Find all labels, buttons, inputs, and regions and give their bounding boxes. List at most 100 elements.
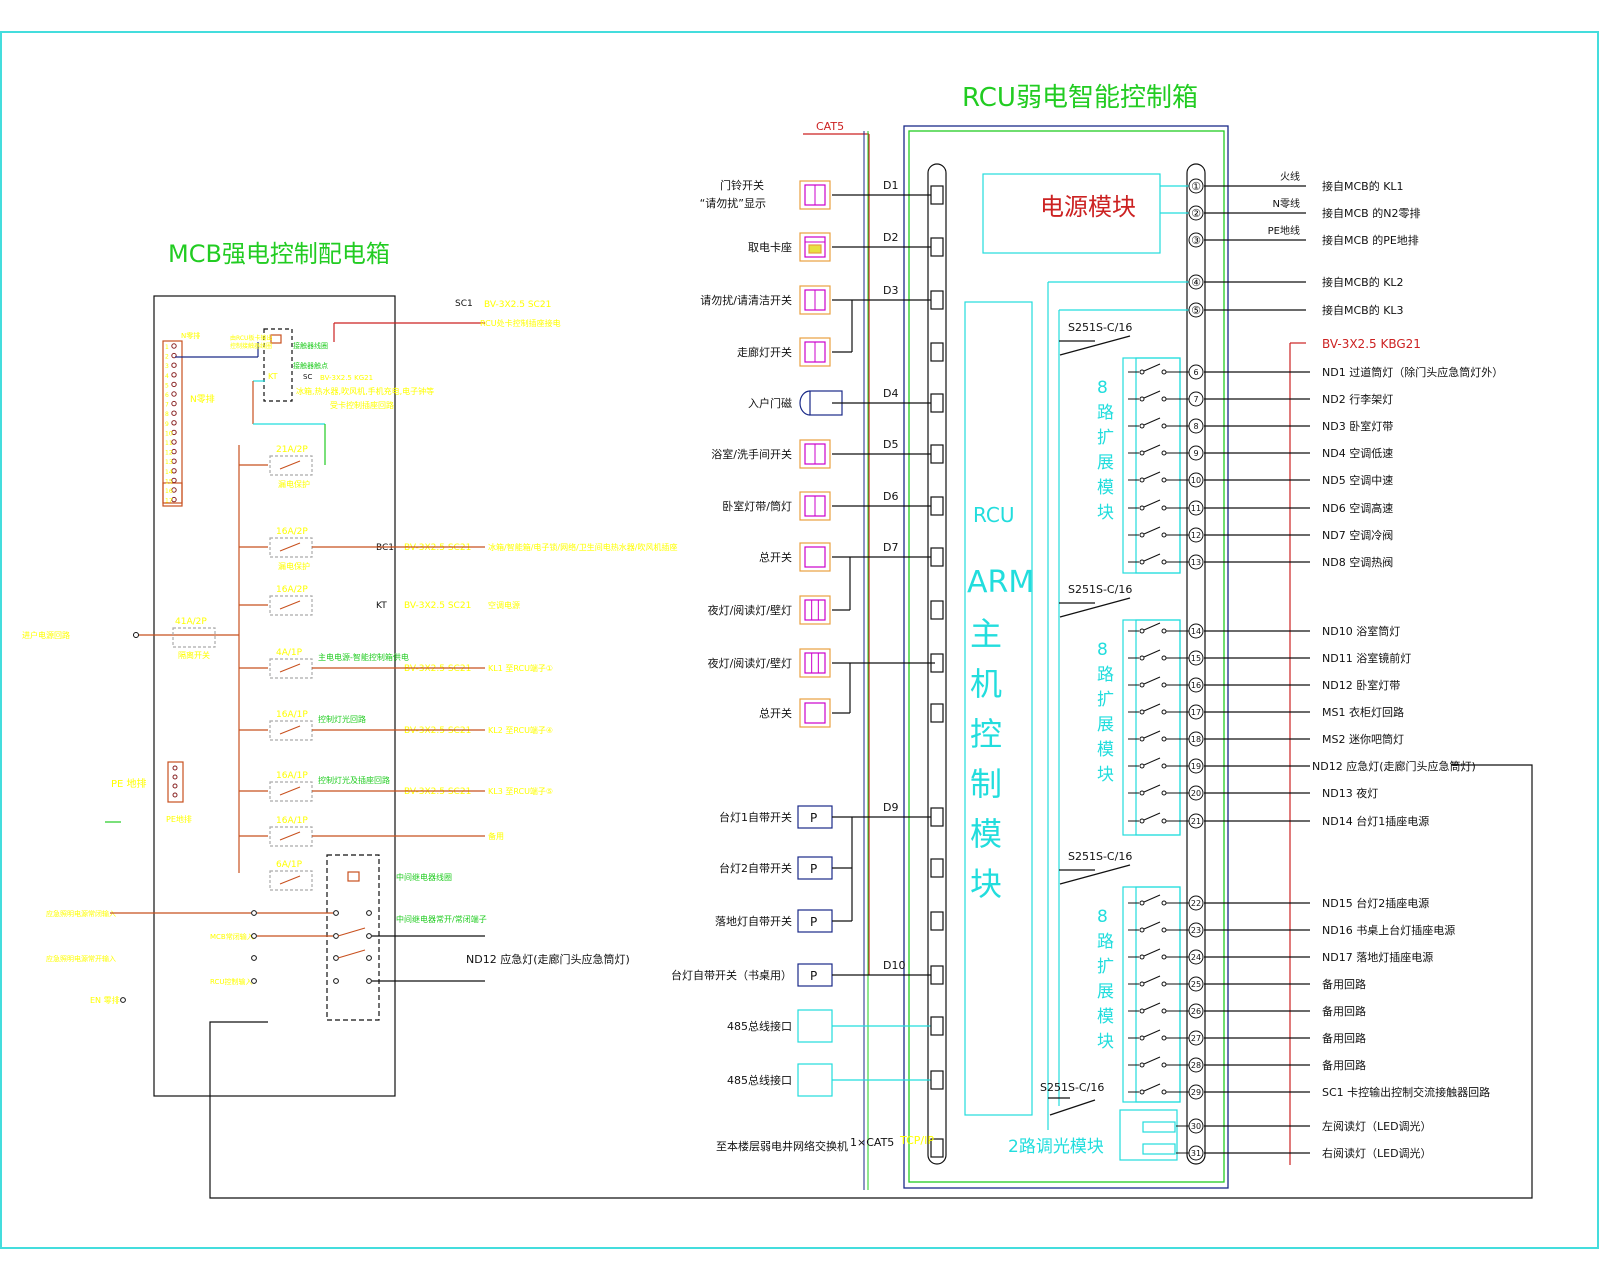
power-source-label: 接自MCB 的N2零排: [1322, 206, 1420, 220]
relay-contact-pin: [1161, 818, 1167, 824]
terminal-number: ④: [1191, 276, 1201, 289]
arm-module-char: 块: [970, 865, 1002, 903]
input-terminal: [930, 858, 944, 878]
drawing-frame: [0, 31, 1599, 1249]
contactor-box: [263, 328, 293, 402]
terminal-number: 24: [1191, 953, 1201, 962]
relay-contact-pin: [1161, 927, 1167, 933]
terminal-circle: [1188, 1030, 1204, 1046]
terminal-number: 22: [1191, 899, 1201, 908]
extension-module-char: 块: [1097, 503, 1114, 523]
branch-breaker: [269, 720, 313, 741]
branch-side-label: 控制灯光回路: [318, 714, 366, 724]
relay-input-terminal: [251, 955, 257, 961]
n-bar-terminal: [171, 496, 177, 503]
extension-module-char: 扩: [1097, 690, 1114, 710]
input-label: 夜灯/阅读灯/壁灯: [708, 656, 792, 670]
input-device-9: 夜灯/阅读灯/壁灯: [708, 595, 944, 625]
main-breaker-note: 隔离开关: [178, 650, 210, 660]
n-bar-terminal-num: 5: [165, 382, 169, 389]
terminal-circle: [1188, 1003, 1204, 1019]
output-label: MS2 迷你吧筒灯: [1322, 732, 1404, 746]
extension-module-char: 扩: [1097, 957, 1114, 977]
extension-module-char: 块: [1097, 1032, 1114, 1052]
output-label: 备用回路: [1322, 1004, 1366, 1018]
relay-contact-pin: [1161, 423, 1167, 429]
extension-relay-box: [1135, 619, 1181, 836]
breaker-rating: 21A/2P: [276, 445, 308, 455]
relay-contact-pin: [1139, 655, 1145, 661]
kt-cable: BV-3X2.5 KG21: [320, 374, 373, 382]
relay-contact-blade: [1143, 1056, 1161, 1065]
extension-module-char: 路: [1097, 403, 1114, 423]
pe-bar-label: PE地排: [166, 814, 192, 824]
output-label: ND15 台灯2插座电源: [1322, 896, 1429, 910]
breaker-contact: [279, 786, 301, 796]
input-terminal: [930, 911, 944, 931]
relay-contact-terminal: [333, 933, 339, 939]
pe-label: PE 地排: [111, 777, 147, 790]
input-label: 总开关: [759, 706, 792, 720]
switch-rocker: [804, 236, 826, 258]
n-bar-terminal: [171, 372, 177, 378]
n-bar-terminal: [171, 477, 177, 484]
breaker-sub-label: 漏电保护: [278, 561, 310, 571]
relay-contact-blade: [1143, 784, 1161, 793]
relay-contact-pin: [1139, 1035, 1145, 1041]
relay-contact-pin: [1139, 477, 1145, 483]
terminal-circle: [1188, 1145, 1204, 1161]
input-channel-id: D5: [883, 438, 898, 451]
relay-contact-pin: [1139, 900, 1145, 906]
branch-cable: BV-3X2.5 SC21: [404, 787, 471, 797]
terminal-number: 31: [1191, 1149, 1201, 1158]
arm-module-char: 主: [970, 615, 1002, 653]
kt-label: KT: [268, 372, 278, 381]
network-switch-label: 至本楼层弱电井网络交换机: [716, 1139, 848, 1153]
input-label: 台灯自带开关（书桌用）: [671, 968, 792, 982]
output-label: SC1 卡控输出控制交流接触器回路: [1322, 1085, 1490, 1099]
terminal-circle: [1188, 274, 1204, 290]
terminal-circle: [1188, 623, 1204, 639]
input-label-2: “请勿扰”显示: [700, 196, 766, 210]
terminal-number: 28: [1191, 1061, 1201, 1070]
kt-note-1: 冰箱,热水器,吹风机,手机充电,电子钟等: [296, 386, 434, 396]
switch-plate: [799, 595, 831, 625]
card-note-2: 控制接触器线圈: [230, 342, 272, 350]
breaker-contact: [279, 875, 301, 885]
terminal-circle: [1188, 527, 1204, 543]
n-bar-terminal-num: 17: [165, 498, 173, 505]
terminal-number: 17: [1191, 708, 1201, 717]
relay-contact-blade: [1143, 649, 1161, 658]
input-terminal: [930, 393, 944, 413]
rcu-enclosure-outer: [903, 125, 1229, 1189]
branch-note: KL3 至RCU端子⑤: [488, 786, 553, 796]
n-bar-terminal: [171, 420, 177, 426]
input-terminal: [930, 444, 944, 464]
terminal-circle: [1188, 364, 1204, 380]
terminal-number: 7: [1193, 395, 1198, 404]
terminal-circle: [1188, 704, 1204, 720]
n-bar-terminal: [171, 448, 177, 455]
n-bar-label: N零排: [190, 393, 215, 405]
relay-contact-blade: [1143, 553, 1161, 562]
branch-breaker: [269, 455, 313, 476]
branch-note: KL1 至RCU端子①: [488, 663, 553, 673]
relay-contact-pin: [1139, 736, 1145, 742]
relay-contact-blade: [1143, 757, 1161, 766]
breaker-sub-label: 漏电保护: [278, 479, 310, 489]
breaker-rating: 16A/1P: [276, 816, 308, 826]
kt-cable-tag: SC: [303, 373, 312, 381]
n-bar-terminal-num: 12: [165, 450, 173, 457]
input-channel-id: D6: [883, 490, 898, 503]
